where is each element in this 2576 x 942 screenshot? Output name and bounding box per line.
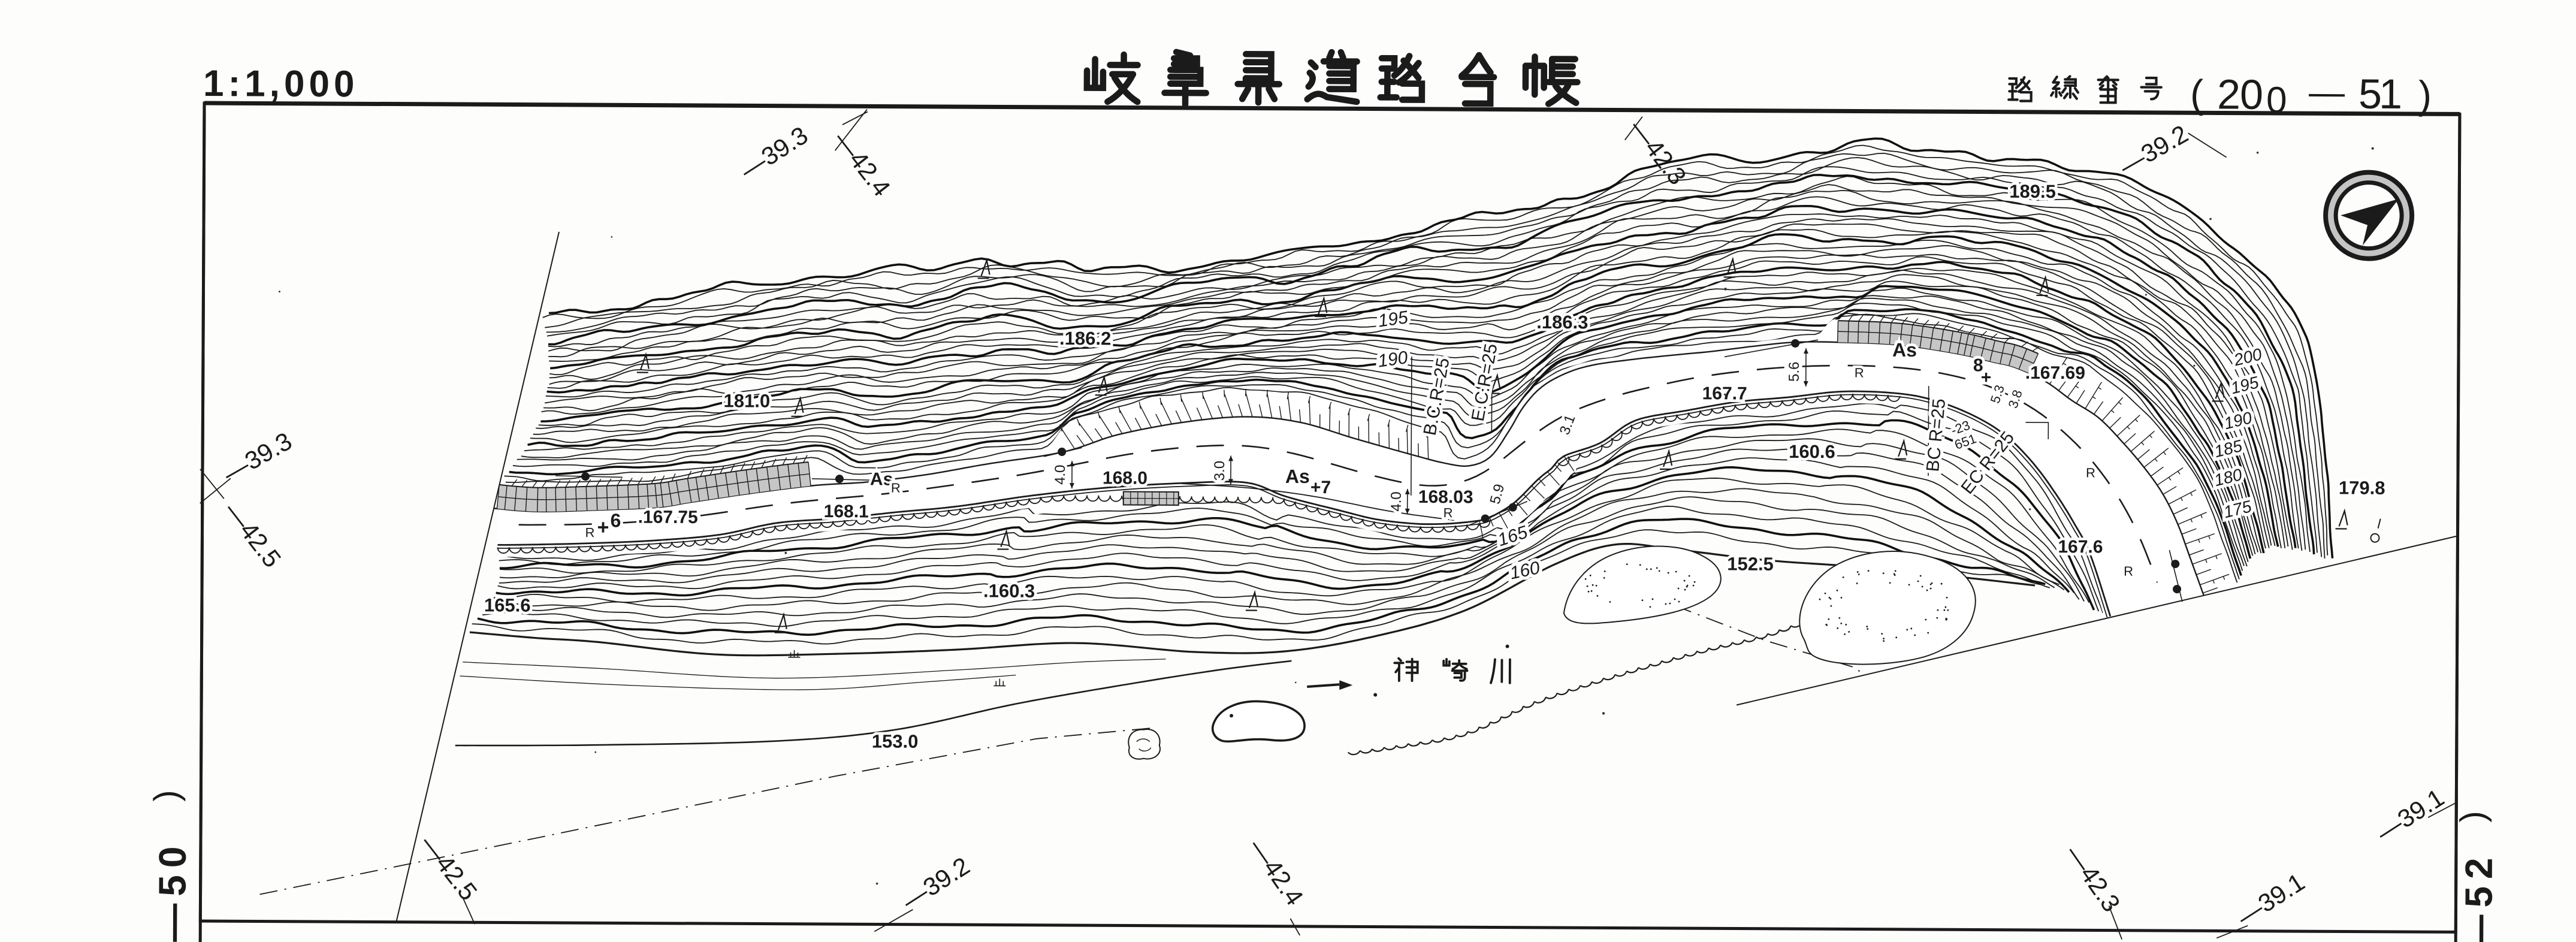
svg-text:6: 6	[611, 509, 621, 531]
svg-text:): )	[147, 790, 186, 802]
svg-text:167.6: 167.6	[2058, 537, 2103, 557]
svg-text:+7: +7	[1310, 478, 1331, 497]
svg-text:0: 0	[2240, 71, 2263, 118]
svg-text:1:1,000: 1:1,000	[203, 63, 359, 105]
svg-text:195: 195	[1377, 307, 1409, 331]
svg-text:3.0: 3.0	[1212, 461, 1228, 481]
svg-text:190: 190	[1376, 348, 1409, 371]
svg-text:152.5: 152.5	[1727, 553, 1774, 574]
svg-text:.167.75: .167.75	[638, 508, 698, 527]
svg-text:): )	[2418, 73, 2432, 117]
svg-text:181.0: 181.0	[723, 390, 770, 411]
svg-text:.160.3: .160.3	[983, 580, 1035, 601]
svg-text:R: R	[1443, 505, 1453, 520]
svg-text:R: R	[585, 525, 594, 540]
svg-text:R: R	[2086, 465, 2095, 480]
svg-text:As: As	[1892, 339, 1917, 361]
svg-text:4.0: 4.0	[1388, 491, 1405, 512]
svg-text:As: As	[1285, 466, 1310, 487]
svg-text:5: 5	[2358, 71, 2382, 117]
svg-text:+: +	[1981, 367, 1992, 387]
svg-text:179.8: 179.8	[2339, 477, 2385, 498]
svg-text:As: As	[870, 469, 893, 489]
svg-text:4.0: 4.0	[1052, 465, 1068, 485]
svg-text:.167.69: .167.69	[2025, 363, 2085, 383]
svg-text:R: R	[891, 481, 901, 496]
svg-text:.186.2: .186.2	[1059, 328, 1111, 349]
svg-text:0: 0	[2266, 80, 2287, 121]
svg-text:R: R	[1855, 365, 1864, 380]
svg-text:189.5: 189.5	[2009, 181, 2056, 202]
svg-text:—52: —52	[2457, 850, 2500, 942]
svg-text:168.03: 168.03	[1418, 487, 1473, 507]
svg-text:—50: —50	[150, 839, 194, 942]
svg-text:+: +	[597, 516, 609, 539]
svg-text:): )	[2453, 811, 2492, 823]
svg-text:1: 1	[2379, 71, 2402, 117]
svg-text:.186.3: .186.3	[1536, 312, 1588, 333]
svg-text:168.1: 168.1	[824, 502, 869, 521]
svg-text:—: —	[2309, 72, 2345, 112]
svg-text:168.0: 168.0	[1103, 468, 1147, 488]
svg-text:165.6: 165.6	[484, 594, 531, 615]
svg-text:153.0: 153.0	[872, 730, 919, 751]
svg-text:R: R	[2124, 564, 2133, 579]
svg-text:(: (	[2190, 71, 2203, 116]
svg-text:5.6: 5.6	[1786, 362, 1802, 382]
svg-text:2: 2	[2217, 71, 2240, 117]
svg-text:160.6: 160.6	[1789, 441, 1835, 462]
